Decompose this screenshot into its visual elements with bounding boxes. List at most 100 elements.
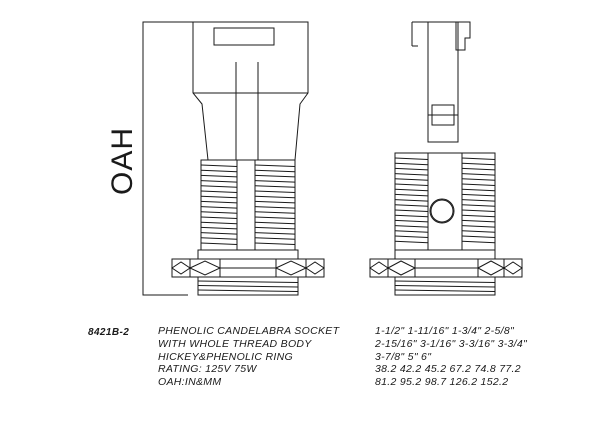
thread-line [200,190,238,193]
thread-line [200,164,238,167]
thread-line [254,232,296,235]
thread-line [461,193,496,197]
oah-dimension-bracket [142,21,193,296]
front-hex-nut [171,258,325,278]
value-line: 38.2 42.2 45.2 67.2 74.8 77.2 [375,363,521,376]
thread-line [254,211,296,214]
socket-technical-drawing [142,21,523,296]
oah-label: OAH [106,126,139,195]
description-block: PHENOLIC CANDELABRA SOCKET WITH WHOLE TH… [158,325,368,389]
thread-line [461,230,496,233]
side-view [369,21,523,296]
thread-line [197,285,299,288]
thread-line [200,195,238,199]
thread-line [394,204,429,207]
thread-line [394,188,429,192]
thread-line [200,242,238,245]
thread-line [461,167,496,171]
thread-line [254,206,296,209]
description-line: WITH WHOLE THREAD BODY [158,337,312,350]
thread-line [394,235,429,238]
thread-line [254,164,296,167]
thread-line [254,237,296,240]
front-lower-thread [197,249,299,296]
thread-line [200,180,238,183]
thread-line [394,162,429,166]
values-block: 1-1/2" 1-11/16" 1-3/4" 2-5/8" 2-15/16" 3… [375,325,595,389]
thread-line [461,199,496,202]
thread-line [254,195,296,199]
thread-line [461,183,496,186]
description-line: PHENOLIC CANDELABRA SOCKET [158,325,340,337]
thread-line [461,240,496,244]
thread-line [394,214,429,218]
thread-line [394,219,429,223]
thread-line [461,162,496,166]
front-head-outline [192,21,309,161]
thread-line [200,221,238,225]
thread-line [254,226,296,230]
thread-line [254,180,296,183]
value-line: 81.2 95.2 98.7 126.2 152.2 [375,376,509,389]
thread-line [200,226,238,230]
front-top-slot [213,27,275,46]
value-line: 3-7/8" 5" 6" [375,350,432,363]
thread-line [200,200,238,204]
thread-line [394,225,429,228]
thread-line [394,193,429,197]
thread-line [200,216,238,219]
side-contact-hole [429,198,455,224]
thread-line [394,285,496,288]
thread-line [461,209,496,212]
thread-line [394,240,429,244]
thread-line [461,188,496,192]
thread-line [394,183,429,186]
thread-line [461,173,496,176]
thread-line [461,204,496,207]
thread-line [461,235,496,238]
thread-line [254,242,296,245]
thread-line [197,289,299,292]
thread-line [461,214,496,218]
thread-line [254,221,296,225]
thread-line [394,167,429,171]
thread-line [200,237,238,240]
thread-line [254,216,296,219]
thread-line [394,199,429,202]
side-thread-body [394,152,496,251]
thread-line [200,206,238,209]
side-hex-nut [369,258,523,278]
thread-line [254,185,296,188]
description-line: OAH:IN&MM [158,376,222,389]
thread-line [461,219,496,223]
value-line: 1-1/2" 1-11/16" 1-3/4" 2-5/8" [375,325,514,337]
thread-line [461,225,496,228]
thread-line [200,174,238,178]
thread-line [254,169,296,173]
thread-line [461,157,496,160]
side-stem [427,21,459,143]
thread-line [394,173,429,176]
value-line: 2-15/16" 3-1/16" 3-3/16" 3-3/4" [375,337,528,350]
description-line: RATING: 125V 75W [158,363,257,376]
thread-line [200,169,238,173]
thread-line [394,178,429,181]
thread-line [461,178,496,181]
thread-line [200,185,238,188]
thread-line [394,157,429,160]
description-line: HICKEY&PHENOLIC RING [158,350,293,363]
front-thread-body [200,159,296,251]
thread-line [394,280,496,283]
thread-line [254,200,296,204]
thread-line [200,232,238,235]
thread-line [200,211,238,214]
side-stem-tip [431,104,455,126]
front-view [142,21,325,296]
side-top-tab [412,21,471,51]
thread-line [254,190,296,193]
model-code: 8421B-2 [88,327,130,338]
thread-line [197,280,299,283]
thread-line [394,289,496,292]
thread-line [254,174,296,178]
thread-line [394,230,429,233]
